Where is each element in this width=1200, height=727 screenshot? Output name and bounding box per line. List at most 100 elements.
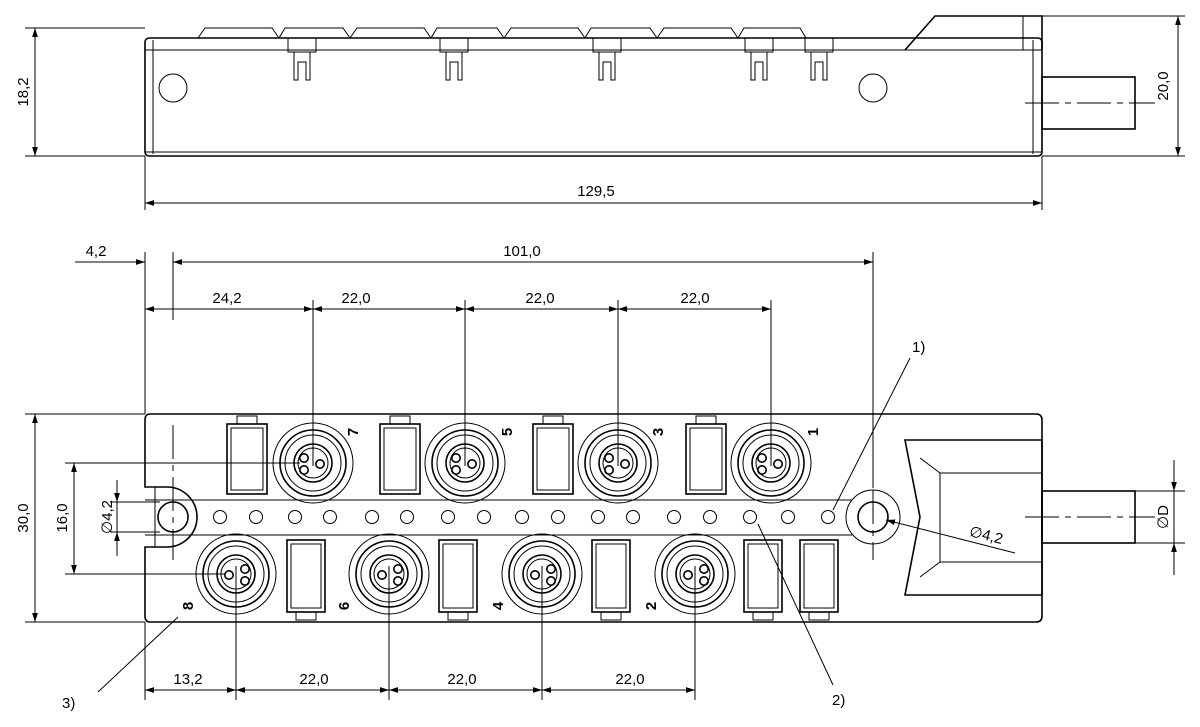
led-indicator: [821, 510, 835, 524]
side-view: 18,2 20,0 129,5: [15, 15, 1185, 210]
connector-pin: [314, 458, 325, 469]
side-view-body: [144, 37, 1043, 157]
top-height-label: 30,0: [15, 503, 32, 532]
connector-pin: [298, 452, 309, 463]
label-window: [685, 415, 727, 495]
led-indicator: [667, 510, 681, 524]
side-view-connector-tops: [197, 27, 807, 39]
connector-pin: [224, 569, 235, 580]
connector-pin: [682, 569, 693, 580]
side-view-hole-left: [158, 73, 188, 103]
led-indicator: [743, 510, 757, 524]
connector-pin: [298, 464, 309, 475]
hole-right-label: ∅4,2: [968, 523, 1005, 548]
port-number-1: 1: [805, 428, 822, 436]
cable-diameter-label: ∅D: [1155, 505, 1172, 529]
lower-pitch-label-3: 22,0: [615, 671, 644, 688]
mount-offset-label: 4,2: [86, 243, 107, 260]
callout-2: 2): [757, 523, 845, 709]
connector-pin: [240, 575, 251, 586]
port-number-4: 4: [490, 601, 507, 610]
upper-pitch-label-3: 22,0: [680, 290, 709, 307]
side-view-led-clips: [287, 37, 834, 81]
top-view: 7 5 3 1 8 6 4 2 4,2 101,0: [15, 243, 1185, 712]
hole-left-dimension: ∅4,2: [99, 480, 160, 556]
label-window: [532, 415, 574, 495]
lower-port-dimensions: 13,2 22,0 22,0 22,0: [144, 566, 696, 700]
upper-first-label: 24,2: [212, 290, 241, 307]
label-window: [591, 539, 631, 621]
led-indicator: [591, 510, 605, 524]
label-window: [799, 539, 839, 621]
connector-pin: [450, 452, 461, 463]
connector-pin: [240, 563, 251, 574]
upper-port-numbers: 7 5 3 1: [345, 428, 822, 436]
lower-pitch-label-1: 22,0: [299, 671, 328, 688]
top-view-body: [144, 413, 1043, 623]
callout-1: 1): [832, 339, 925, 511]
cable-diameter-dimension: ∅D: [1135, 460, 1185, 575]
side-cable-height-label: 20,0: [1155, 71, 1172, 100]
mount-offset-dimension: 4,2: [75, 243, 190, 560]
port-number-3: 3: [650, 428, 667, 436]
led-indicator: [400, 510, 414, 524]
label-windows: [226, 415, 839, 621]
callout-3: 3): [62, 616, 179, 712]
lower-pitch-label-2: 22,0: [447, 671, 476, 688]
upper-pitch-label-1: 22,0: [341, 290, 370, 307]
connector-pin: [376, 569, 387, 580]
connector-pin: [392, 563, 403, 574]
port-number-6: 6: [336, 602, 353, 610]
label-window: [286, 539, 326, 621]
led-indicator: [441, 510, 455, 524]
row-spacing-label: 16,0: [54, 503, 71, 532]
connector-pin: [545, 563, 556, 574]
connector-pin: [698, 563, 709, 574]
top-height-dimension: 30,0: [15, 413, 145, 623]
side-length-label: 129,5: [577, 183, 615, 200]
led-indicator: [288, 510, 302, 524]
m8-connector: [501, 533, 583, 615]
side-height-dimension: 18,2: [15, 27, 145, 157]
label-window: [438, 539, 478, 621]
mount-spacing-dimension: 101,0: [173, 243, 874, 560]
led-indicator: [365, 510, 379, 524]
callout-2-label: 2): [832, 692, 845, 709]
side-length-dimension: 129,5: [144, 156, 1043, 210]
connector-pin: [545, 575, 556, 586]
port-number-5: 5: [499, 428, 516, 436]
side-view-cable-housing: [904, 15, 1043, 51]
port-number-2: 2: [643, 602, 660, 610]
top-view-cable-housing: [904, 439, 1043, 596]
led-indicator: [551, 510, 565, 524]
led-indicator: [703, 510, 717, 524]
lower-first-label: 13,2: [173, 671, 202, 688]
lower-port-numbers: 8 6 4 2: [180, 601, 660, 610]
side-view-cable: [1025, 76, 1155, 130]
connector-pin: [756, 464, 767, 475]
port-number-7: 7: [345, 428, 362, 436]
connector-pin: [466, 458, 477, 469]
led-indicator: [323, 510, 337, 524]
connector-pin: [772, 458, 783, 469]
led-indicator: [781, 510, 795, 524]
connector-pin: [529, 569, 540, 580]
connector-pin: [756, 452, 767, 463]
connector-pin: [603, 464, 614, 475]
label-window: [226, 415, 268, 495]
side-view-hole-right: [858, 73, 888, 103]
connector-pin: [450, 464, 461, 475]
upper-pitch-label-2: 22,0: [525, 290, 554, 307]
hole-left-label: ∅4,2: [99, 500, 116, 534]
callout-3-label: 3): [62, 695, 75, 712]
upper-port-dimensions: 24,2 22,0 22,0 22,0: [145, 290, 772, 466]
led-indicator: [213, 510, 227, 524]
led-indicator: [477, 510, 491, 524]
connector-pin: [392, 575, 403, 586]
label-window: [379, 415, 421, 495]
connector-pin: [603, 452, 614, 463]
label-window: [743, 539, 783, 621]
led-indicator: [515, 510, 529, 524]
side-height-label: 18,2: [15, 77, 32, 106]
